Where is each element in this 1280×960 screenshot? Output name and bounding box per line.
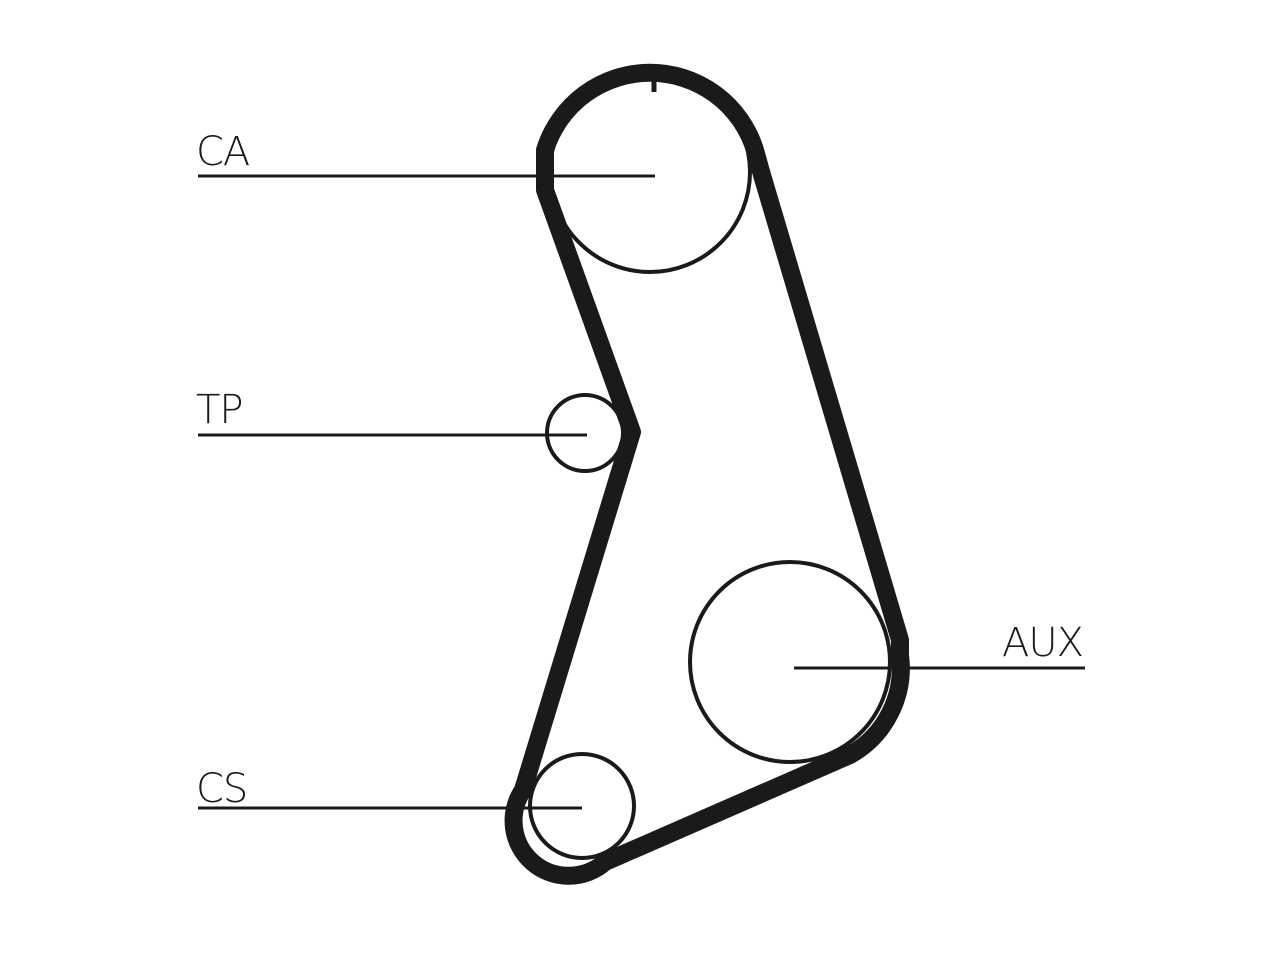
aux-label: AUX — [1002, 620, 1083, 666]
auxiliary-pulley — [688, 560, 892, 764]
tp-label: TP — [196, 387, 243, 433]
tensioner-pulley — [545, 393, 625, 473]
camshaft-pulley — [548, 70, 752, 274]
crankshaft-pulley — [528, 752, 636, 860]
ca-label: CA — [196, 129, 250, 175]
cs-label: CS — [196, 766, 247, 812]
